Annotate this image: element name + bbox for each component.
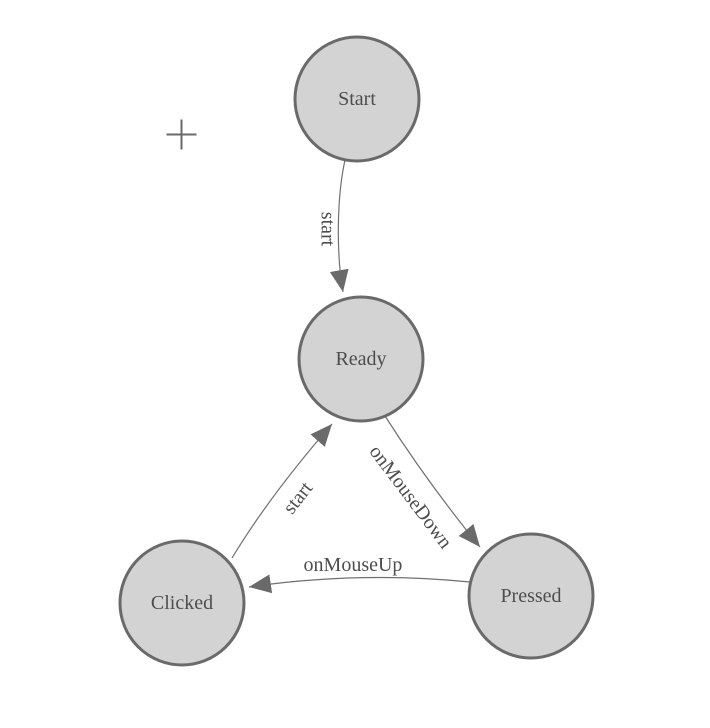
edge-label-onmousedown: onMouseDown xyxy=(365,441,457,553)
edge-pressed-to-clicked-path[interactable] xyxy=(248,574,471,594)
origin-crosshair-icon xyxy=(166,119,197,150)
edge-label-start-1: start xyxy=(317,212,339,247)
node-start[interactable]: Start xyxy=(293,35,421,163)
node-pressed-label: Pressed xyxy=(500,585,561,607)
edge-label-start-2: start xyxy=(279,477,318,518)
edge-start-to-ready[interactable]: start xyxy=(317,159,349,293)
node-ready[interactable]: Ready xyxy=(297,295,425,423)
edge-ready-to-pressed[interactable]: onMouseDown xyxy=(365,415,481,553)
edge-clicked-to-ready[interactable]: start xyxy=(231,423,333,559)
node-clicked-label: Clicked xyxy=(151,592,213,614)
node-ready-label: Ready xyxy=(335,348,386,370)
node-ready-circle[interactable] xyxy=(297,295,425,423)
edge-clicked-to-ready-path[interactable] xyxy=(231,423,333,559)
node-start-label: Start xyxy=(338,88,376,110)
edge-pressed-to-clicked[interactable]: onMouseUp xyxy=(248,554,471,594)
node-clicked[interactable]: Clicked xyxy=(118,539,246,667)
node-pressed[interactable]: Pressed xyxy=(467,532,595,660)
node-clicked-circle[interactable] xyxy=(118,539,246,667)
edge-start-to-ready-path[interactable] xyxy=(329,159,349,293)
node-start-circle[interactable] xyxy=(293,35,421,163)
edge-ready-to-pressed-path[interactable] xyxy=(384,415,481,548)
edge-label-onmouseup: onMouseUp xyxy=(304,554,403,576)
node-pressed-circle[interactable] xyxy=(467,532,595,660)
